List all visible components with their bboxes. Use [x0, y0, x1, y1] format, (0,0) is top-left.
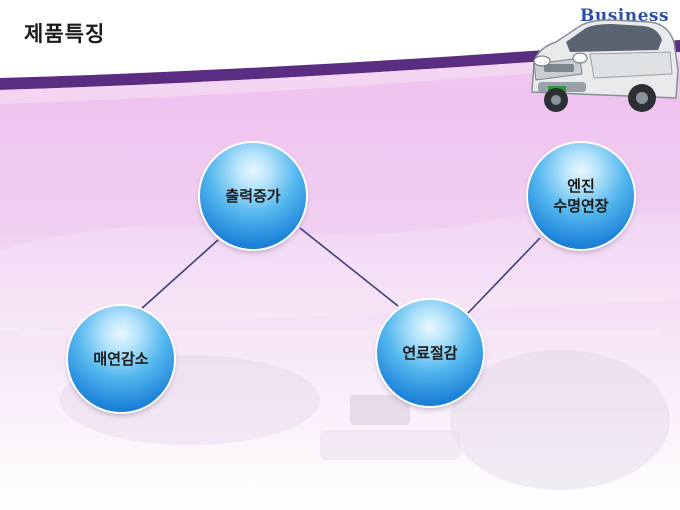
node-emission-reduction: 매연감소 — [68, 306, 174, 412]
suv-car-icon — [531, 19, 679, 112]
node-fuel-saving: 연료절감 — [377, 300, 483, 406]
connector-output-fuel — [299, 227, 399, 307]
node-engine-life-extension: 엔진 수명연장 — [528, 143, 634, 249]
node-output-increase: 출력증가 — [200, 143, 306, 249]
node-engine-life-extension-label: 엔진 수명연장 — [553, 176, 608, 216]
connector-fuel-engine — [467, 237, 541, 314]
header-swoosh — [0, 0, 680, 104]
node-engine-life-extension-line2: 수명연장 — [553, 197, 609, 215]
page-title: 제품특징 — [24, 22, 106, 46]
node-engine-life-extension-line1: 엔진 — [567, 177, 595, 195]
node-output-increase-label: 출력증가 — [225, 187, 281, 205]
node-fuel-saving-label: 연료절감 — [402, 344, 458, 362]
node-emission-reduction-label: 매연감소 — [93, 350, 149, 368]
connector-cost-output — [139, 239, 219, 311]
